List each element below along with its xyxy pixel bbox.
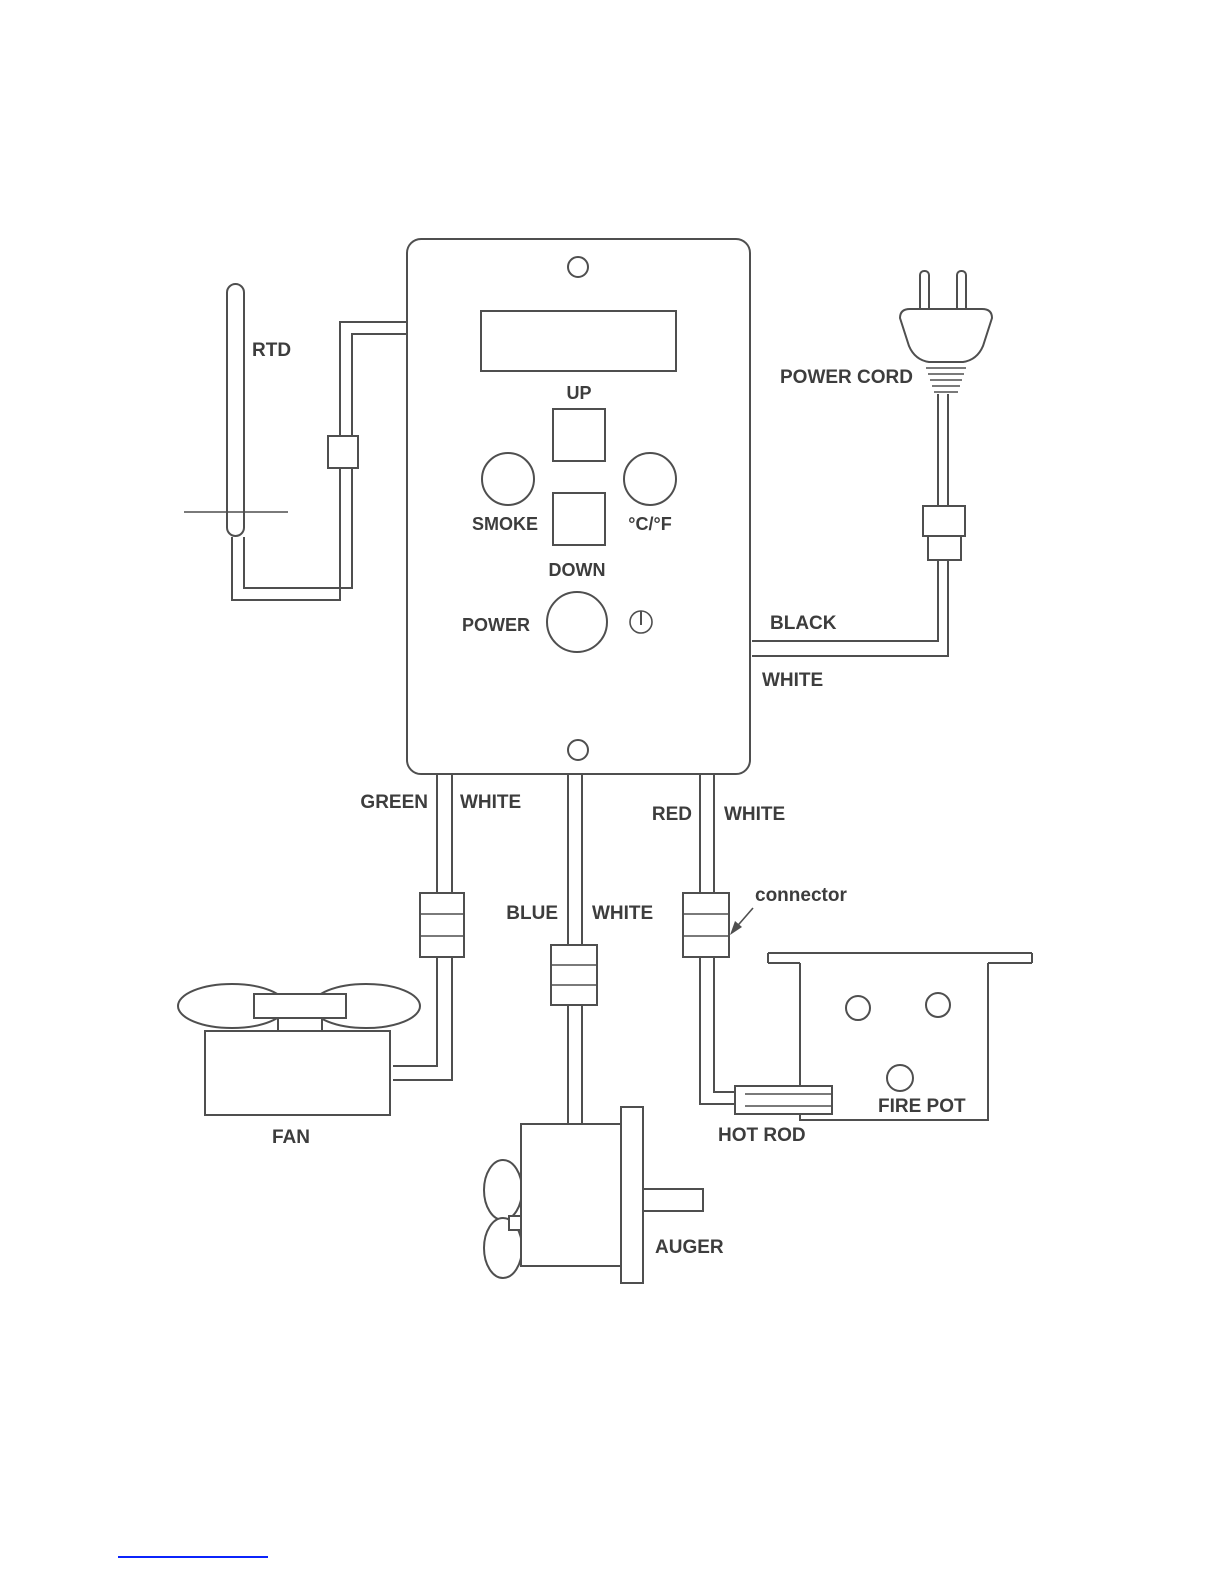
fan-hub-mount — [277, 1017, 323, 1032]
hot-rod-body — [734, 1085, 833, 1115]
power-cord-black-wire — [752, 560, 939, 642]
plug-prong-right — [956, 270, 967, 314]
green-wire — [393, 774, 438, 1067]
white-label-red-pair: WHITE — [724, 804, 785, 825]
power-cord-connector-block — [922, 505, 966, 537]
white-wire — [713, 774, 740, 1093]
power-cord-label: POWER CORD — [780, 367, 913, 388]
black-wire-label: BLACK — [770, 613, 837, 634]
auger-wire-pair: BLUE WHITE — [506, 774, 653, 1125]
rtd-wire-connector-block — [327, 435, 359, 469]
fire-pot: FIRE POT — [767, 952, 1033, 1121]
fan-hub — [253, 993, 347, 1019]
plug-prong-left — [919, 270, 930, 314]
rtd-probe-body — [226, 283, 245, 537]
auger-label: AUGER — [655, 1237, 724, 1258]
control-panel: UP SMOKE °C/°F DOWN POWER — [406, 238, 751, 775]
screw-hole-top — [567, 256, 589, 278]
power-cord-connector-block-lower — [927, 535, 962, 561]
smoke-button-label: SMOKE — [472, 514, 538, 534]
auger-motor-body — [520, 1123, 622, 1267]
display-screen — [480, 310, 677, 372]
connector-arrowhead — [730, 921, 742, 935]
rtd-probe: RTD — [184, 283, 291, 537]
fire-pot-hole — [886, 1064, 914, 1092]
rtd-wire-outer — [231, 321, 407, 601]
down-button — [552, 492, 606, 546]
plug-body — [898, 308, 994, 363]
auger-wire-connector-block — [550, 944, 598, 1006]
blue-label: BLUE — [506, 903, 558, 924]
auger-end-cap — [620, 1106, 644, 1284]
fire-pot-hole — [925, 992, 951, 1018]
power-icon — [629, 610, 653, 634]
fan-wire-pair: GREEN WHITE — [360, 774, 521, 1081]
smoke-button — [481, 452, 535, 506]
power-cord: POWER CORD BLACK WHITE — [752, 270, 994, 691]
power-button-label: POWER — [462, 615, 530, 635]
fan: FAN — [177, 983, 421, 1148]
auger-gear-top — [483, 1159, 523, 1221]
rtd-label: RTD — [252, 340, 291, 361]
power-button — [546, 591, 608, 653]
white-wire-label: WHITE — [762, 670, 823, 691]
red-label: RED — [652, 804, 692, 825]
up-button-label: UP — [566, 383, 591, 403]
fire-pot-label: FIRE POT — [878, 1096, 966, 1117]
temp-unit-button-label: °C/°F — [628, 514, 671, 534]
fire-pot-hole — [845, 995, 871, 1021]
fan-wire-connector-block — [419, 892, 465, 958]
auger: AUGER — [483, 1106, 724, 1284]
power-cord-white-wire — [752, 560, 949, 657]
fan-motor-body — [204, 1030, 391, 1116]
white-wire — [393, 774, 453, 1081]
hot-rod-wire-pair: RED WHITE connector — [652, 774, 847, 1105]
up-button — [552, 408, 606, 462]
temp-unit-button — [623, 452, 677, 506]
hot-rod-label: HOT ROD — [718, 1125, 806, 1146]
auger-shaft — [642, 1188, 704, 1212]
fan-label: FAN — [272, 1127, 310, 1148]
fire-pot-body — [799, 963, 989, 1121]
rtd-wire — [231, 321, 407, 601]
connector-label: connector — [755, 885, 847, 906]
hot-rod-wire-connector-block — [682, 892, 730, 958]
white-label-green-pair: WHITE — [460, 792, 521, 813]
rtd-wire-inner — [243, 333, 407, 589]
red-wire — [699, 774, 740, 1105]
down-button-label: DOWN — [549, 560, 606, 580]
green-label: GREEN — [360, 792, 428, 813]
screw-hole-bottom — [567, 739, 589, 761]
white-label-blue-pair: WHITE — [592, 903, 653, 924]
hot-rod: HOT ROD — [718, 1085, 833, 1146]
